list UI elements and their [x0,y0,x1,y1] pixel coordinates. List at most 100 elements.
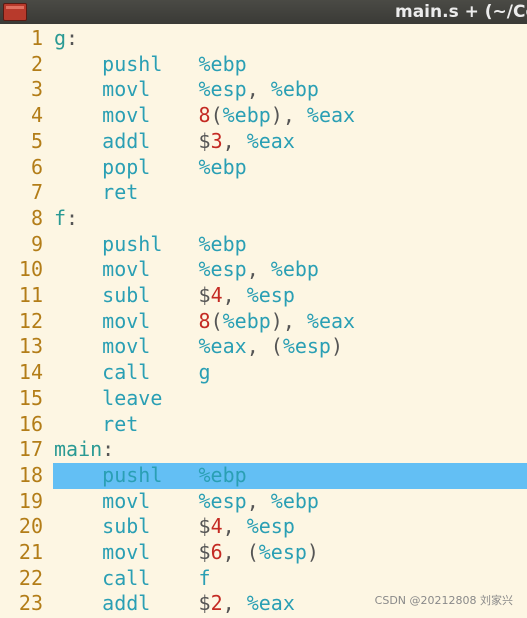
code-line[interactable]: 13 movl %eax, (%esp) [0,334,527,360]
code-line[interactable]: 10 movl %esp, %ebp [0,257,527,283]
code-line[interactable]: 6 popl %ebp [0,155,527,181]
line-number: 15 [18,385,43,410]
asm-operand: %esp [246,283,295,307]
code-line[interactable]: 9 pushl %ebp [0,232,527,258]
text-editor-app-icon [3,3,27,21]
code-text: pushl %ebp [54,232,247,258]
code-line[interactable]: 23 addl $2, %eax [0,591,527,617]
asm-punctuation: ), [270,103,307,128]
asm-operand: %esp [198,257,247,282]
asm-operand: %ebp [198,51,247,76]
line-number: 18 [18,462,43,487]
asm-immediate: 4 [210,283,223,307]
asm-punctuation: , [246,488,271,513]
asm-immediate: 3 [210,128,223,153]
asm-operand: %esp [258,540,307,564]
asm-punctuation: , ( [246,334,283,359]
asm-mnemonic: movl [102,103,151,128]
asm-mnemonic: pushl [102,231,163,256]
asm-operand: %eax [306,308,356,333]
asm-punctuation: ) [306,540,319,564]
code-line[interactable]: 15 leave [0,386,527,412]
window-titlebar[interactable]: main.s + (~/Co [0,0,527,24]
code-line[interactable]: 20 subl $4, %esp [0,514,527,540]
asm-punctuation: $ [198,591,211,616]
code-text: ret [54,412,138,438]
asm-punctuation: , [222,591,247,616]
asm-punctuation: ), [270,308,307,333]
code-text: movl %esp, %ebp [54,77,319,103]
code-text: leave [54,386,162,412]
asm-operand: %ebp [222,308,271,333]
asm-mnemonic: addl [102,128,151,153]
code-line[interactable]: 7 ret [0,180,527,206]
asm-label: g [54,26,67,50]
asm-mnemonic: movl [102,308,151,333]
line-number: 14 [18,360,43,385]
line-number: 23 [18,591,43,616]
line-number: 12 [18,308,43,333]
code-text: movl %esp, %ebp [54,257,319,283]
asm-punctuation: ( [210,103,223,128]
line-number: 9 [30,231,43,256]
code-line[interactable]: 21 movl $6, (%esp) [0,540,527,566]
window-title: main.s + (~/Co [395,2,527,22]
asm-punctuation: , [222,514,247,539]
asm-mnemonic: movl [102,488,151,513]
asm-punctuation: , [246,257,271,282]
code-text: popl %ebp [54,155,247,181]
code-line[interactable]: 2 pushl %ebp [0,52,527,78]
asm-mnemonic: movl [102,257,151,282]
code-line[interactable]: 5 addl $3, %eax [0,129,527,155]
line-number: 11 [18,283,43,307]
code-line[interactable]: 11 subl $4, %esp [0,283,527,309]
asm-mnemonic: addl [102,591,151,616]
code-text: call f [54,566,210,592]
code-line[interactable]: 3 movl %esp, %ebp [0,77,527,103]
code-text: movl %eax, (%esp) [54,334,343,360]
asm-operand: %esp [198,77,247,102]
code-line[interactable]: 18 pushl %ebp [0,462,527,489]
code-line[interactable]: 22 call f [0,566,527,592]
label-colon: : [66,205,79,230]
asm-mnemonic: subl [102,283,151,307]
asm-operand: %eax [246,591,295,616]
code-line[interactable]: 14 call g [0,360,527,386]
asm-mnemonic: pushl [102,51,163,76]
asm-mnemonic: ret [102,411,139,436]
code-line[interactable]: 4 movl 8(%ebp), %eax [0,103,527,129]
code-line[interactable]: 12 movl 8(%ebp), %eax [0,309,527,335]
asm-mnemonic: movl [102,334,151,359]
asm-label: f [54,205,67,230]
code-text: g: [54,26,78,52]
asm-immediate: 8 [198,308,211,333]
line-number: 21 [18,540,43,564]
asm-operand: %ebp [198,154,247,179]
code-line[interactable]: 19 movl %esp, %ebp [0,489,527,515]
asm-mnemonic: leave [102,385,163,410]
code-line[interactable]: 16 ret [0,412,527,438]
code-text: addl $2, %eax [54,591,295,617]
label-colon: : [66,26,79,50]
asm-punctuation: , [222,128,247,153]
line-number: 22 [18,565,43,590]
asm-mnemonic: subl [102,514,151,539]
label-colon: : [102,437,115,462]
asm-operand: %esp [198,488,247,513]
asm-punctuation: $ [198,128,211,153]
asm-mnemonic: movl [102,77,151,102]
asm-operand: %esp [282,334,331,359]
asm-operand: %ebp [198,231,247,256]
asm-operand: %ebp [270,77,319,102]
asm-mnemonic: call [102,360,151,385]
code-text: addl $3, %eax [54,129,295,155]
line-number: 7 [30,180,43,205]
asm-operand: %ebp [222,103,271,128]
asm-operand: %ebp [198,462,247,487]
asm-label: main [54,437,103,462]
asm-operand: %esp [246,514,295,539]
